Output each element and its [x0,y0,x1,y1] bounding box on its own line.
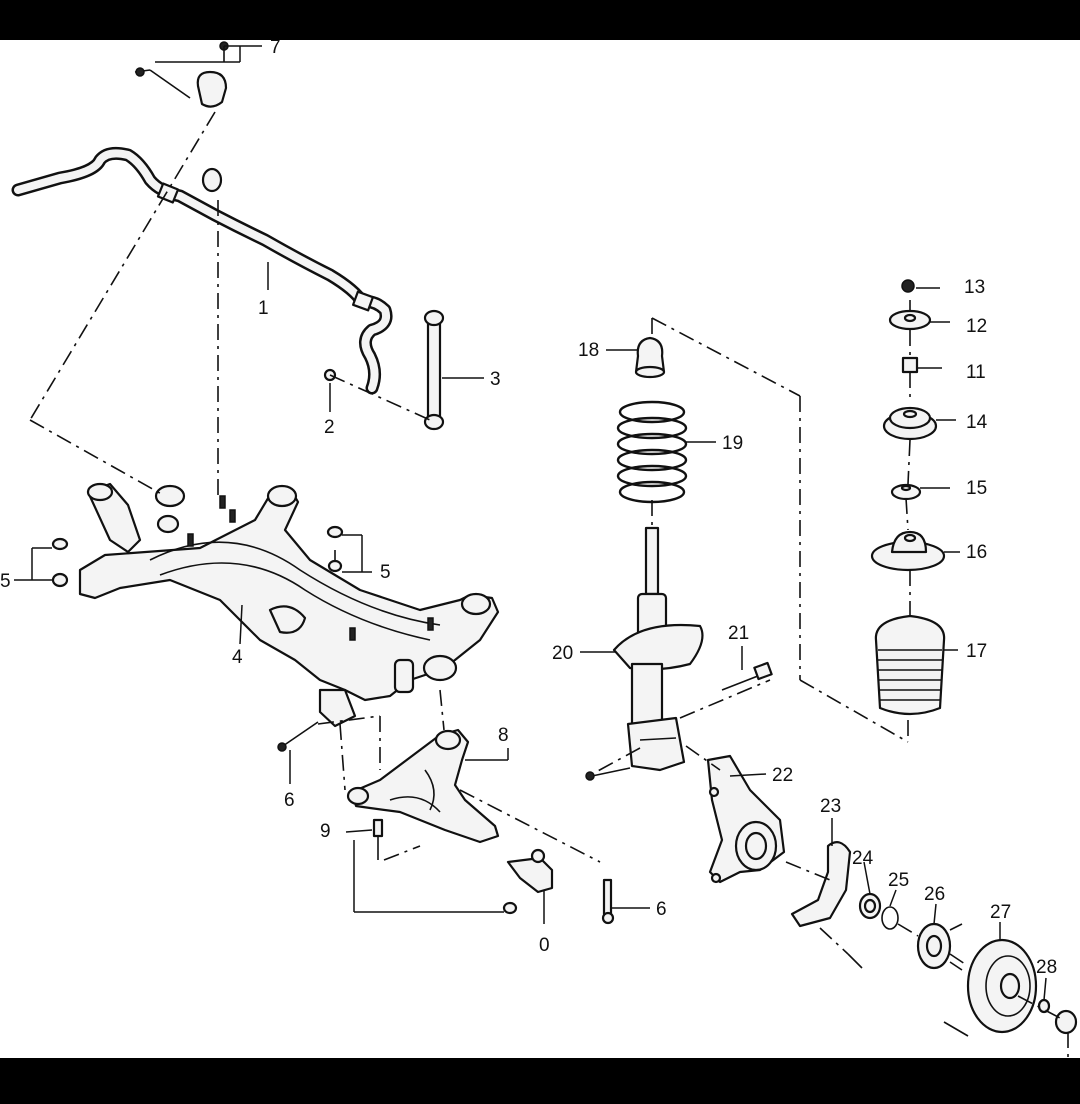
callout-16: 16 [966,542,987,563]
coil-spring [616,400,688,504]
callout-17: 17 [966,641,987,662]
top-letterbox-bar [0,0,1080,40]
bottom-letterbox-bar [0,1058,1080,1104]
callout-21: 21 [728,623,749,644]
callout-5-left: 5 [0,571,11,592]
dust-boot [874,614,946,716]
callout-23: 23 [820,796,841,817]
stabilizer-bar [11,146,393,395]
callout-7: 7 [270,40,281,58]
callout-14: 14 [966,412,988,433]
callout-2: 2 [324,417,335,438]
wheel-bearing [858,892,882,920]
strut-bolts [585,661,773,781]
stabilizer-bushing-bracket [134,41,229,193]
callout-24: 24 [852,848,874,869]
callout-27: 27 [990,902,1011,923]
arm-bolts [277,721,615,925]
wheel-hub [916,922,963,971]
callout-1: 1 [258,298,269,319]
steering-knuckle [706,754,786,884]
hub-nut [1037,998,1078,1035]
brake-disc [943,938,1038,1037]
lower-control-arm [346,728,500,844]
callout-0: 0 [539,935,550,956]
callout-22: 22 [772,765,793,786]
callout-12: 12 [966,316,987,337]
dust-shield [790,841,863,969]
leader-lines [155,45,1047,1001]
alignment-lines [29,111,1069,1058]
callout-3: 3 [490,369,501,390]
ball-joint [502,848,554,915]
callout-28: 28 [1036,957,1057,978]
callout-8: 8 [498,725,509,746]
callout-19: 19 [722,433,743,454]
callout-6-left: 6 [284,790,295,811]
callout-20: 20 [552,643,573,664]
exploded-suspension-diagram: 7 1 2 3 4 5 5 6 6 8 9 0 18 19 20 21 22 2… [0,40,1080,1058]
upper-mount-stack [870,279,946,572]
callout-15: 15 [966,478,987,499]
front-crossmember [78,482,500,728]
diagram-drawing: 7 1 2 3 4 5 5 6 6 8 9 0 18 19 20 21 22 2… [0,40,1078,1058]
mount-bolts-right [326,525,372,573]
callout-labels: 7 1 2 3 4 5 5 6 6 8 9 0 18 19 20 21 22 2… [0,40,1057,978]
mount-bolts-left [14,537,69,588]
callout-18: 18 [578,340,599,361]
callout-13: 13 [964,277,985,298]
callout-25: 25 [888,870,909,891]
shock-absorber-strut [612,526,704,772]
callout-6-right: 6 [656,899,667,920]
callout-5-right: 5 [380,562,391,583]
snap-ring [881,906,899,930]
callout-9: 9 [320,821,331,842]
callout-11: 11 [966,362,986,383]
stabilizer-link [323,309,445,431]
callout-4: 4 [232,647,243,668]
callout-26: 26 [924,884,945,905]
bump-stop [634,336,666,379]
